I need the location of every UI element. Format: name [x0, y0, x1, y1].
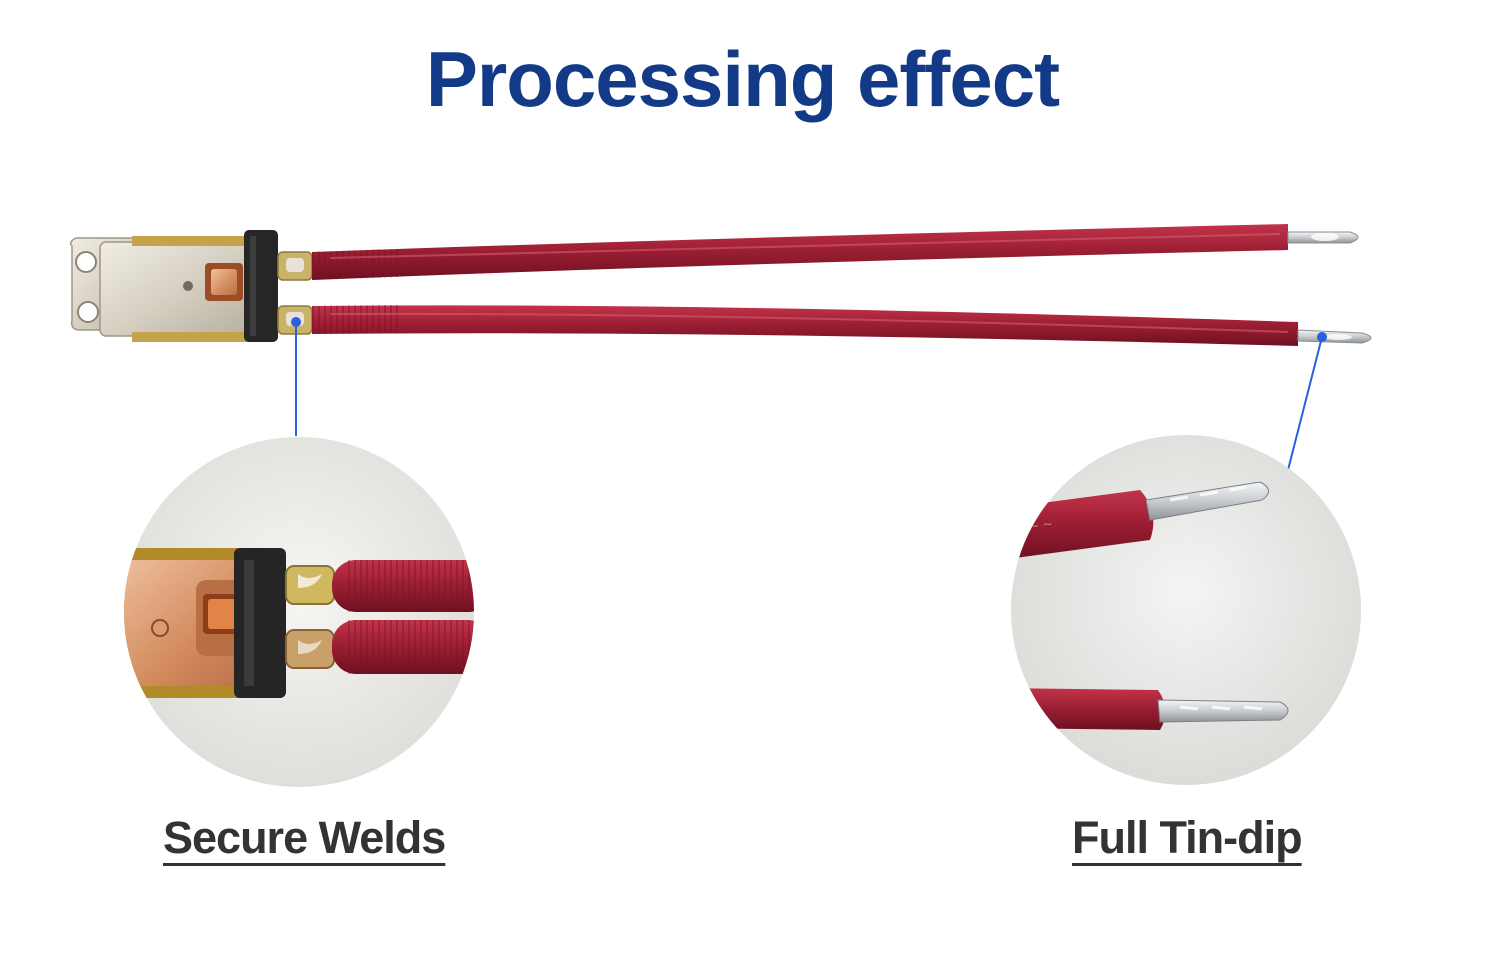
magnified-tin-dip-circle: ~ ~ — [1011, 435, 1361, 785]
red-wire-bottom — [312, 305, 1298, 346]
red-wire-top — [312, 224, 1288, 280]
leader-line-right — [1287, 332, 1327, 471]
leader-dot-icon — [1317, 332, 1327, 342]
caption-full-tin-dip: Full Tin-dip — [1072, 812, 1303, 863]
tinned-end-top — [1287, 231, 1359, 244]
leader-line-left — [291, 317, 301, 436]
caption-secure-welds: Secure Welds — [163, 812, 446, 863]
leader-dot-icon — [291, 317, 301, 327]
magnified-welds-circle — [124, 437, 474, 787]
page-title: Processing effect — [425, 35, 1060, 123]
terminal-switch — [69, 230, 313, 342]
tinned-end-bottom — [1297, 329, 1372, 344]
svg-text:~ ~: ~ ~ — [1028, 516, 1053, 536]
